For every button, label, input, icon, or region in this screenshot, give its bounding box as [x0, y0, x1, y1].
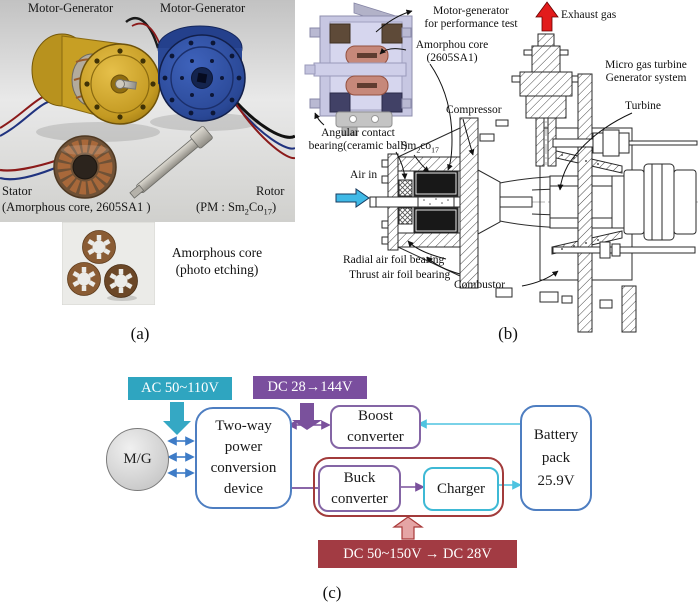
battery-pack-box: Battery pack 25.9V — [520, 405, 592, 511]
mg-double-arrows — [167, 436, 195, 478]
dc-buck-voltage-tag: DC 50~150V → DC 28V — [318, 540, 517, 568]
label-rotor: Rotor — [256, 184, 285, 198]
label-motor-generator-right: Motor-Generator — [160, 1, 246, 15]
core-ring-3 — [104, 264, 138, 298]
air-in-arrow-icon — [335, 188, 370, 208]
caption-b: (b) — [498, 324, 518, 343]
label-angular-contact: Angular contact bearing(ceramic ball) — [308, 127, 408, 152]
label-stator-core: (Amorphous core, 2605SA1 ) — [2, 200, 151, 214]
assembly — [369, 33, 698, 333]
buck-converter-box: Buck converter — [318, 465, 401, 512]
exhaust-arrow-icon — [535, 1, 559, 32]
dc-down-arrow-icon — [292, 403, 322, 430]
caption-c: (c) — [322, 583, 342, 602]
ac-voltage-tag: AC 50~110V — [128, 377, 232, 400]
photo-amorphous-cores — [62, 222, 155, 305]
dc-up-arrow-icon — [392, 516, 424, 540]
label-combustor: Combustor — [454, 279, 506, 291]
charger-box: Charger — [423, 467, 499, 511]
leader-arrows — [314, 9, 633, 287]
dc-boost-voltage-tag: DC 28→144V — [253, 376, 367, 399]
label-thrust-bearing: Thrust air foil bearing — [349, 269, 451, 281]
boost-double-arrow — [287, 420, 331, 430]
label-mg-test: Motor-generator for performance test — [424, 5, 518, 30]
photo-artwork — [0, 0, 295, 222]
label-micro-gas-turbine: Micro gas turbine Generator system — [605, 59, 687, 84]
charging-group-frame — [313, 457, 504, 517]
boost-converter-box: Boost converter — [330, 405, 421, 449]
label-motor-generator-left: Motor-Generator — [28, 1, 114, 15]
ac-down-arrow-icon — [163, 402, 191, 435]
rotor-shaft-art — [129, 126, 213, 199]
cad-inset — [304, 2, 413, 136]
label-amorphou-core: Amorphou core (2605SA1) — [415, 39, 489, 64]
photo-panel-a: Motor-Generator Motor-Generator Stator (… — [0, 0, 295, 222]
two-way-converter-box: Two-way power conversion device — [195, 407, 292, 509]
caption-a: (a) — [130, 324, 150, 343]
label-compressor: Compressor — [446, 104, 502, 116]
label-turbine: Turbine — [625, 100, 661, 112]
core-ring-2 — [67, 262, 101, 296]
label-sm2co17: Sm2co17 — [401, 140, 439, 155]
label-amorphous-core: Amorphous core (photo etching) — [171, 245, 263, 277]
label-stator: Stator — [2, 184, 32, 198]
diagram-connectors — [163, 402, 522, 540]
turbine-cross-section-drawing — [304, 1, 698, 333]
battery-to-boost-line — [417, 419, 520, 429]
core-ring-1 — [82, 230, 116, 264]
label-radial-bearing: Radial air foil bearing — [343, 254, 445, 266]
label-exhaust-gas: Exhaust gas — [561, 9, 617, 21]
label-rotor-pm: (PM : Sm2Co17) — [196, 200, 277, 217]
label-air-in: Air in — [350, 169, 378, 181]
motor-generator-node: M/G — [106, 428, 169, 491]
